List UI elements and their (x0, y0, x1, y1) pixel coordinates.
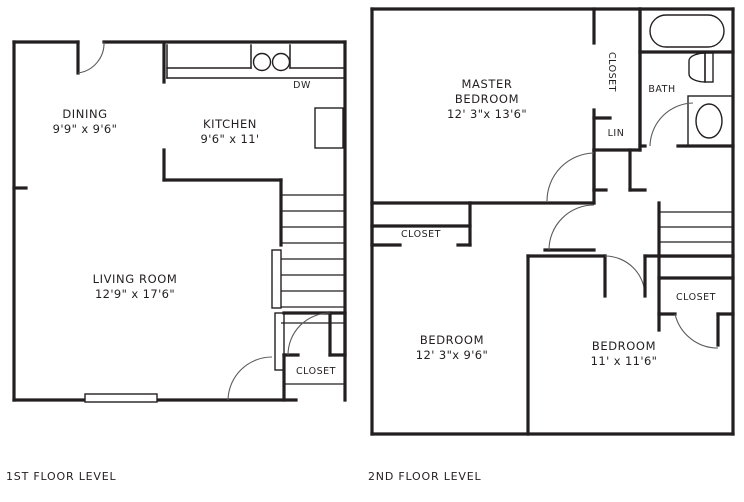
floor2-group: CLOSET LIN BATH (368, 7, 735, 483)
f1-room-kitchen-dim: 9'6" x 11' (201, 132, 260, 146)
f2-room-bedroom2-name: BEDROOM (420, 333, 484, 347)
f2-label-b2-closet: CLOSET (401, 229, 441, 240)
f1-entry-door-swing (77, 41, 105, 74)
f2-bathtub-icon (649, 14, 725, 48)
f2-room-master-name2: BEDROOM (455, 92, 519, 106)
f2-master-door-swing (546, 152, 595, 202)
f1-room-dining-dim: 9'9" x 9'6" (53, 122, 118, 136)
f1-stair-rail-lower (274, 312, 285, 371)
f1-burner-right-icon (271, 52, 291, 72)
f2-room-bedroom2-dim: 12' 3"x 9'6" (416, 348, 488, 362)
f2-label-bath: BATH (648, 84, 675, 95)
f2-room-master-dim: 12' 3"x 13'6" (447, 107, 527, 121)
f2-hall-door-swing (548, 204, 595, 251)
f2-bedroom3-door-swing (604, 255, 646, 297)
f1-room-kitchen-name: KITCHEN (203, 117, 257, 131)
f2-room-bedroom3-name: BEDROOM (592, 339, 656, 353)
f2-room-master-name: MASTER (462, 77, 513, 91)
f1-burner-left-icon (252, 52, 272, 72)
f1-room-living-name: LIVING ROOM (93, 272, 178, 286)
f2-sink-basin-icon (695, 103, 723, 139)
f1-stair-rail-upper (271, 249, 282, 309)
f2-toilet-bowl-icon (688, 52, 706, 83)
f2-room-bedroom3-dim: 11' x 11'6" (591, 354, 658, 368)
f2-b3closet-door-swing (674, 313, 719, 349)
f1-closet-door-swing (287, 312, 331, 356)
f1-room-dining-name: DINING (62, 107, 107, 121)
floor1-group: DW CLOSET (6, 40, 347, 483)
f1-refrigerator-icon (314, 107, 344, 149)
f2-label-b3-closet: CLOSET (676, 292, 716, 303)
f1-caption: 1ST FLOOR LEVEL (6, 470, 116, 483)
f2-toilet-tank-icon (704, 52, 714, 83)
f1-label-dw: DW (293, 80, 311, 91)
f2-vanity-icon (687, 95, 734, 147)
f1-label-closet: CLOSET (296, 366, 336, 377)
f1-living-window-icon (84, 393, 158, 403)
f2-label-master-closet: CLOSET (606, 52, 617, 92)
f1-living-door-swing (227, 356, 273, 401)
f2-label-lin: LIN (608, 128, 625, 139)
f2-caption: 2ND FLOOR LEVEL (368, 470, 481, 483)
f2-bath-door-swing (649, 102, 694, 147)
f1-room-living-dim: 12'9" x 17'6" (95, 287, 175, 301)
